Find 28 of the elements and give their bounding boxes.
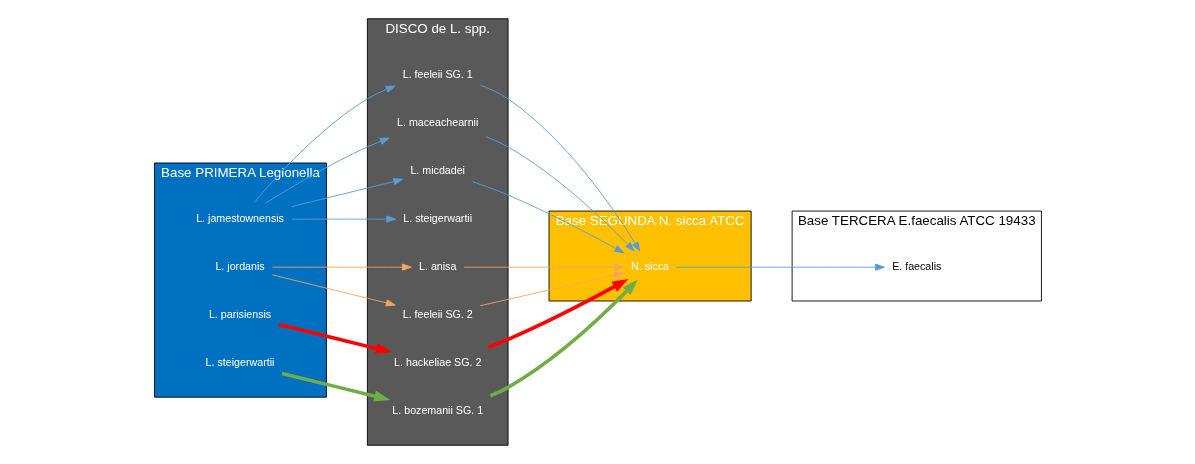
arrow [281, 371, 390, 402]
arrow [290, 178, 403, 208]
node-text: L. bozemanii SG. 1 [391, 404, 483, 417]
arrow [479, 84, 640, 252]
arrow [471, 181, 624, 254]
node-text: N. sicca [630, 259, 669, 272]
arrow [271, 274, 396, 307]
node-text: L. micdadei [409, 163, 465, 176]
arrow [463, 263, 624, 271]
node-text: E. faecalis [891, 259, 941, 272]
arrow [253, 85, 396, 204]
arrow [675, 263, 885, 271]
node-text: L. jamestownensis [195, 211, 284, 224]
arrow [278, 322, 392, 354]
node-text: L. jordanis [214, 259, 265, 272]
node-text: L. parisiensis [208, 308, 271, 321]
node-text: L. anisa [418, 259, 456, 272]
node-text: L. hackeliae SG. 2 [393, 356, 481, 369]
node-text: L. maceachearnii [396, 115, 478, 128]
arrow [271, 263, 412, 271]
node-text: L. feeleii SG. 2 [402, 308, 473, 321]
arrow [290, 215, 396, 223]
arrow [264, 137, 390, 204]
node-text: L. feeleii SG. 1 [402, 67, 473, 80]
arrow [485, 136, 635, 252]
node-text: L. steigerwartii [402, 211, 472, 224]
arrow [479, 271, 624, 307]
node-text: L. steigerwartii [205, 356, 274, 369]
